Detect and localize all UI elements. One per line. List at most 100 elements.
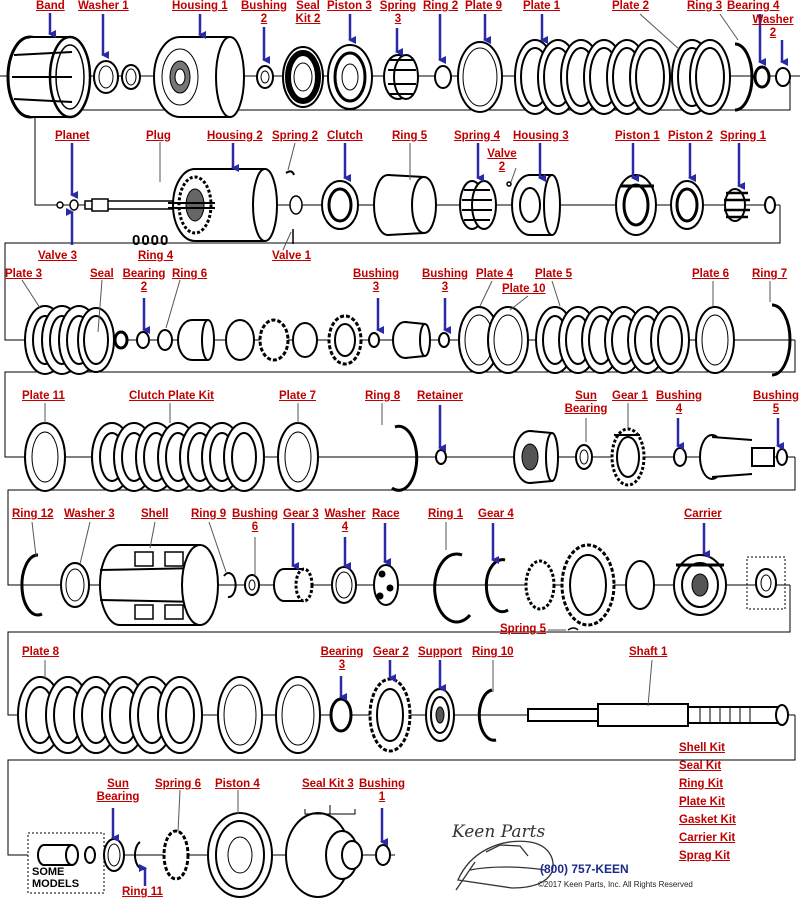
- label-ring-1[interactable]: Ring 1: [428, 508, 464, 520]
- label-plate-3[interactable]: Plate 3: [5, 268, 43, 280]
- label-ring-9[interactable]: Ring 9: [191, 508, 227, 520]
- label-seal[interactable]: Seal: [90, 268, 114, 280]
- plate-9-drawing: [457, 41, 503, 113]
- label-housing-1[interactable]: Housing 1: [172, 0, 228, 12]
- kit-link-ring[interactable]: Ring Kit: [679, 778, 724, 790]
- label-ring-3[interactable]: Ring 3: [687, 0, 723, 12]
- race-drawing: [373, 564, 399, 606]
- hub-drawing: [392, 321, 431, 359]
- piston-4-drawing: [207, 812, 273, 898]
- kit-link-seal[interactable]: Seal Kit: [679, 760, 722, 772]
- label-spring-4[interactable]: Spring 4: [454, 130, 501, 142]
- label-piston-2[interactable]: Piston 2: [668, 130, 713, 142]
- label-plate-4[interactable]: Plate 4: [476, 268, 514, 280]
- label-shell[interactable]: Shell: [141, 508, 169, 520]
- label-ring-6[interactable]: Ring 6: [172, 268, 208, 280]
- label-ring-12[interactable]: Ring 12: [12, 508, 54, 520]
- label-race[interactable]: Race: [372, 508, 400, 520]
- label-plate-9[interactable]: Plate 9: [465, 0, 503, 12]
- label-washer-3[interactable]: Washer 3: [64, 508, 115, 520]
- label-carrier[interactable]: Carrier: [684, 508, 722, 520]
- label-plate-7[interactable]: Plate 7: [279, 390, 317, 402]
- label-planet[interactable]: Planet: [55, 130, 90, 142]
- label-seal-kit-3[interactable]: Seal Kit 3: [302, 778, 354, 790]
- label-plate-2[interactable]: Plate 2: [612, 0, 650, 12]
- label-spring-2[interactable]: Spring 2: [272, 130, 319, 142]
- label-piston-3[interactable]: Piston 3: [327, 0, 372, 12]
- label-band[interactable]: Band: [36, 0, 65, 12]
- label-gear-2[interactable]: Gear 2: [373, 646, 409, 658]
- label-plate-8[interactable]: Plate 8: [22, 646, 60, 658]
- plate-8-stack: [17, 676, 203, 754]
- housing-1-drawing: [153, 36, 245, 118]
- kit-link-sprag[interactable]: Sprag Kit: [679, 850, 731, 862]
- plate-2-drawing: [671, 39, 731, 115]
- kit-link-shell[interactable]: Shell Kit: [679, 742, 726, 754]
- label-ring-10[interactable]: Ring 10: [472, 646, 514, 658]
- label-ring-8[interactable]: Ring 8: [365, 390, 401, 402]
- label-valve-3[interactable]: Valve 3: [38, 250, 78, 262]
- label-ring-7[interactable]: Ring 7: [752, 268, 788, 280]
- label-washer-1[interactable]: Washer 1: [78, 0, 129, 12]
- kit-link-gasket[interactable]: Gasket Kit: [679, 814, 736, 826]
- label-gear-4[interactable]: Gear 4: [478, 508, 514, 520]
- plate-3-stack: [24, 305, 115, 375]
- label-support[interactable]: Support: [418, 646, 463, 658]
- row-2-parts: [56, 168, 776, 244]
- label-spring-5[interactable]: Spring 5: [500, 623, 547, 635]
- keen-parts-logo-text: Keen Parts: [452, 822, 546, 842]
- label-retainer[interactable]: Retainer: [417, 390, 464, 402]
- label-piston-4[interactable]: Piston 4: [215, 778, 260, 790]
- label-plate-10[interactable]: Plate 10: [502, 283, 546, 295]
- label-ring-5[interactable]: Ring 5: [392, 130, 428, 142]
- label-spring-6[interactable]: Spring 6: [155, 778, 202, 790]
- support-drawing: [425, 688, 455, 742]
- label-clutch-plate-kit[interactable]: Clutch Plate Kit: [129, 390, 214, 402]
- label-shaft-1[interactable]: Shaft 1: [629, 646, 668, 658]
- label-ring-2[interactable]: Ring 2: [423, 0, 459, 12]
- kit-link-carrier[interactable]: Carrier Kit: [679, 832, 736, 844]
- label-plate-1[interactable]: Plate 1: [523, 0, 561, 12]
- label-piston-1[interactable]: Piston 1: [615, 130, 660, 142]
- label-clutch[interactable]: Clutch: [327, 130, 363, 142]
- label-gear-3[interactable]: Gear 3: [283, 508, 319, 520]
- gear-1-drawing: [610, 427, 646, 487]
- label-plate-6[interactable]: Plate 6: [692, 268, 730, 280]
- label-ring-11[interactable]: Ring 11: [122, 886, 163, 898]
- piston-2-drawing: [670, 180, 704, 230]
- center-lines: [0, 75, 800, 856]
- label-plug[interactable]: Plug: [146, 130, 171, 142]
- kit-link-plate[interactable]: Plate Kit: [679, 796, 726, 808]
- label-plate-11[interactable]: Plate 11: [22, 390, 65, 402]
- label-ring-4[interactable]: Ring 4: [138, 250, 174, 262]
- label-plate-5[interactable]: Plate 5: [535, 268, 573, 280]
- label-spring-1[interactable]: Spring 1: [720, 130, 767, 142]
- callout-0000: 0000: [132, 232, 170, 249]
- clutch-plate-kit-stack: [91, 422, 265, 492]
- sun-gear-drawing: [513, 430, 559, 484]
- label-housing-2[interactable]: Housing 2: [207, 130, 263, 142]
- label-valve-1[interactable]: Valve 1: [272, 250, 312, 262]
- carrier-drawing: [673, 554, 727, 616]
- phone-number[interactable]: (800) 757-KEEN: [540, 862, 629, 876]
- output-shaft-drawing: [699, 434, 775, 480]
- label-gear-1[interactable]: Gear 1: [612, 390, 648, 402]
- label-housing-3[interactable]: Housing 3: [513, 130, 569, 142]
- label-bearing-4[interactable]: Bearing 4: [727, 0, 780, 12]
